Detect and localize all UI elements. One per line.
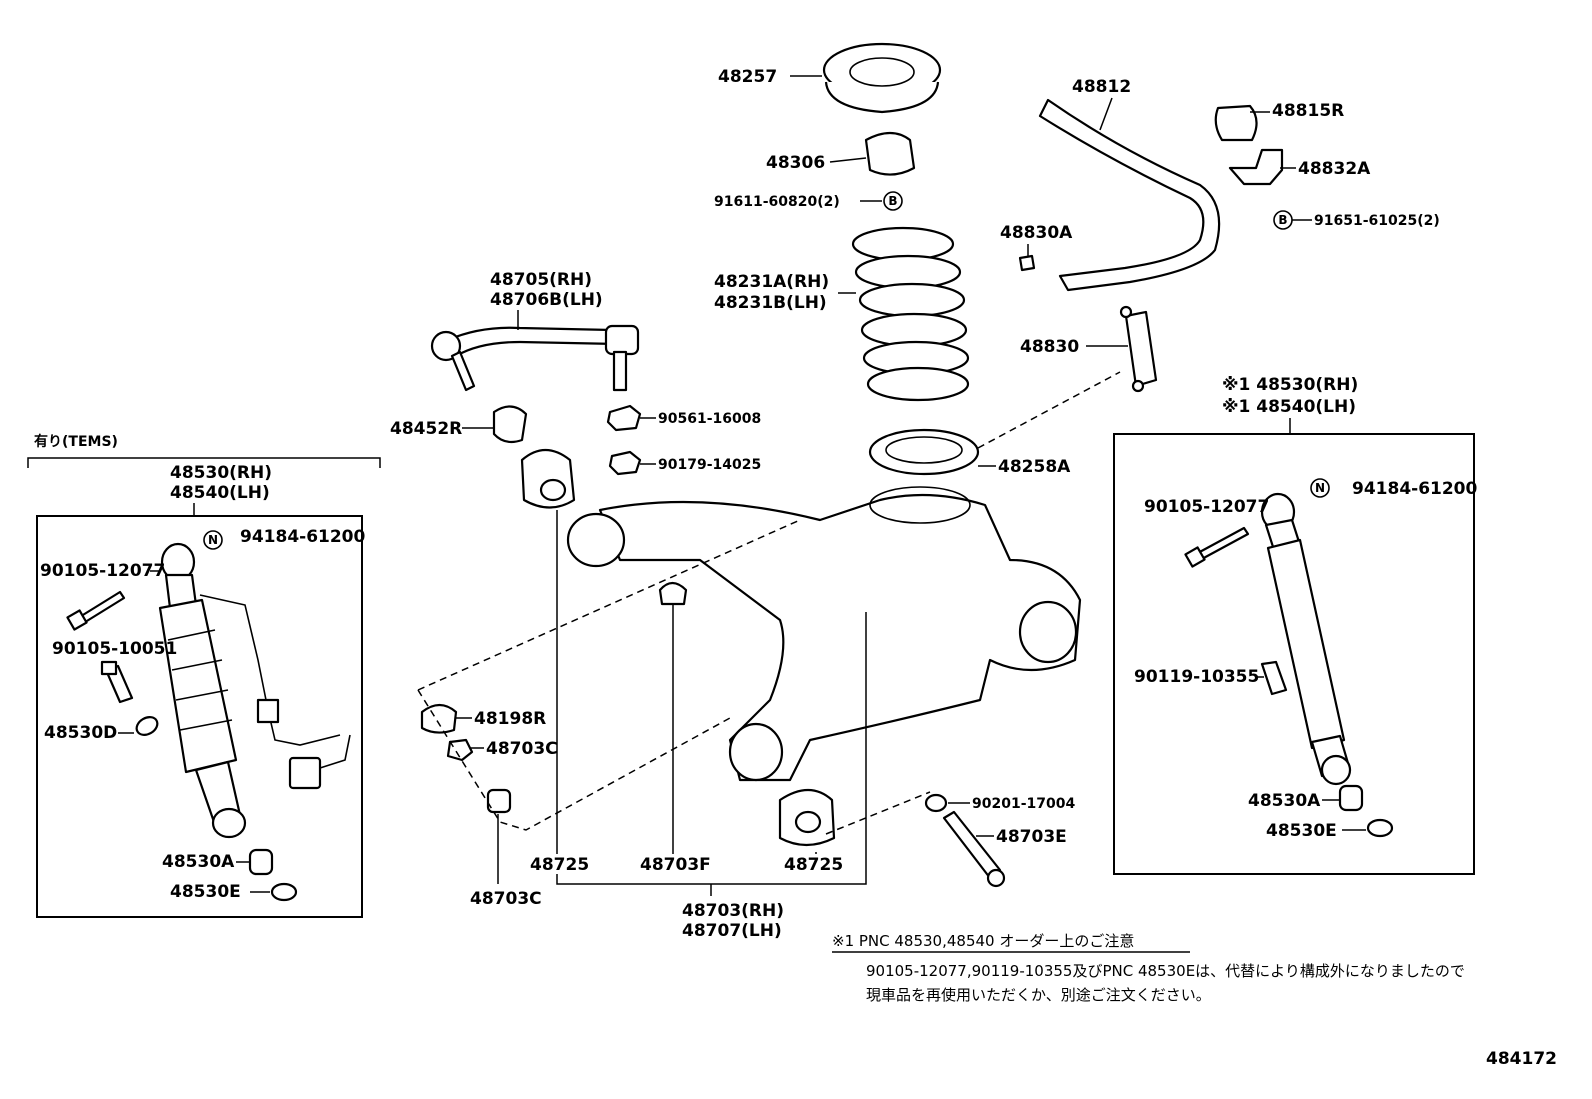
nut-icon [606,404,642,432]
tems-94184-label: 94184-61200 [240,527,366,547]
b-symbol-text: B [1278,213,1287,227]
tems-bracket [27,457,381,468]
label-91651: 91651-61025(2) [1314,213,1440,229]
label-48830: 48830 [1020,337,1079,357]
upper-control-arm [446,326,620,358]
tems-shock-group: 有り(TEMS) 48530(RH) 48540(LH) 94184-61200… [27,433,381,918]
label-48707-lh: 48707(LH) [682,921,782,941]
stabilizer-group: 48812 48815R 48832A B 91651-61025(2) 488… [1000,77,1440,393]
bump-stopper [864,131,916,176]
spring-stack-group: 48257 48306 91611-60820(2) B 48231A(RH) … [714,42,1121,477]
stabilizer-bar [1038,98,1221,292]
label-48703f: 48703F [640,855,711,875]
stabilizer-bracket [1228,148,1284,186]
n-symbol-text: N [208,533,218,547]
lower-labels: 48198R 48703C 48703C 48725 48703F 48725 … [417,510,1075,941]
label-48832a: 48832A [1298,159,1371,179]
note-line2: 現車品を再使用いただくか、別途ご注文ください。 [866,986,1211,1004]
n-symbol-icon [203,530,223,550]
n-symbol-icon [1310,478,1330,498]
std-90105-12077-label: 90105-12077 [1144,497,1269,517]
hub-bearing [1018,600,1078,664]
std-90119-label: 90119-10355 [1134,667,1259,687]
label-48198r: 48198R [474,709,546,729]
label-48231a: 48231A(RH) [714,272,829,292]
label-48706b: 48706B(LH) [490,290,603,310]
stabilizer-bushing [1214,104,1258,142]
lower-control-arm [598,493,1082,782]
std-48530e-label: 48530E [1266,821,1337,841]
label-48725-b: 48725 [784,855,843,875]
label-48830a: 48830A [1000,223,1073,243]
cam-plate-icon [420,703,458,734]
label-48231b: 48231B(LH) [714,293,827,313]
lower-arm-group [520,448,1082,847]
label-91611: 91611-60820(2) [714,194,840,210]
label-48703c-b: 48703C [470,889,542,909]
label-48725-a: 48725 [530,855,589,875]
label-48258a: 48258A [998,457,1071,477]
tems-shock-absorber [158,542,351,839]
washer-icon [924,793,948,813]
upper-arm-group: 48705(RH) 48706B(LH) 48452R 90561-16008 … [390,270,761,476]
label-90561: 90561-16008 [658,411,761,427]
note-title: ※1 PNC 48530,48540 オーダー上のご注意 [832,932,1134,950]
note-line1: 90105-12077,90119-10355及びPNC 48530Eは、代替に… [866,962,1465,980]
tems-48530a-label: 48530A [162,852,235,872]
std-48540-lh-label: ※1 48540(LH) [1222,397,1356,417]
label-48257: 48257 [718,67,777,87]
tems-90105-12077-label: 90105-12077 [40,561,165,581]
plug-icon [658,581,688,606]
stabilizer-link [1124,310,1158,388]
tems-48530d-label: 48530D [44,723,117,743]
standard-shock-group: ※1 48530(RH) ※1 48540(LH) N 94184-61200 … [1113,375,1478,875]
tems-48530-rh-label: 48530(RH) [170,463,272,483]
std-shock-absorber [1260,492,1352,786]
b-symbol-icon [883,191,903,211]
bushing-icon [1338,784,1364,812]
bolt-icon [1194,526,1250,562]
figure-number: 484172 [1486,1049,1557,1069]
label-48812: 48812 [1072,77,1131,97]
washer-icon [1366,818,1394,838]
tems-48530e-label: 48530E [170,882,241,902]
label-48703e: 48703E [996,827,1067,847]
label-48815r: 48815R [1272,101,1344,121]
std-48530-rh-label: ※1 48530(RH) [1222,375,1358,395]
order-note: ※1 PNC 48530,48540 オーダー上のご注意 90105-12077… [832,932,1465,1004]
std-shock-box [1113,433,1475,875]
bolt-icon [942,810,1002,880]
bushing-icon [248,848,274,876]
label-48306: 48306 [766,153,825,173]
nut-icon [446,738,474,762]
b-symbol-text: B [888,194,897,208]
coil-spring [851,226,970,402]
tems-box [36,515,363,918]
tems-90105-10051-label: 90105-10051 [52,639,177,659]
bolt-icon [1260,660,1288,696]
label-48705: 48705(RH) [490,270,592,290]
washer-icon [135,716,159,736]
washer-icon [486,788,512,814]
label-48452r: 48452R [390,419,462,439]
washer-icon [270,882,298,902]
label-90179: 90179-14025 [658,457,761,473]
std-48530a-label: 48530A [1248,791,1321,811]
nut-icon [1018,254,1036,272]
nut-icon [608,450,642,476]
tems-label: 有り(TEMS) [34,433,118,450]
label-48703-rh: 48703(RH) [682,901,784,921]
label-48703c-a: 48703C [486,739,558,759]
bushing-icon [492,405,528,444]
n-symbol-text: N [1315,481,1325,495]
label-90201: 90201-17004 [972,796,1075,812]
tems-48540-lh-label: 48540(LH) [170,483,270,503]
std-94184-label: 94184-61200 [1352,479,1478,499]
